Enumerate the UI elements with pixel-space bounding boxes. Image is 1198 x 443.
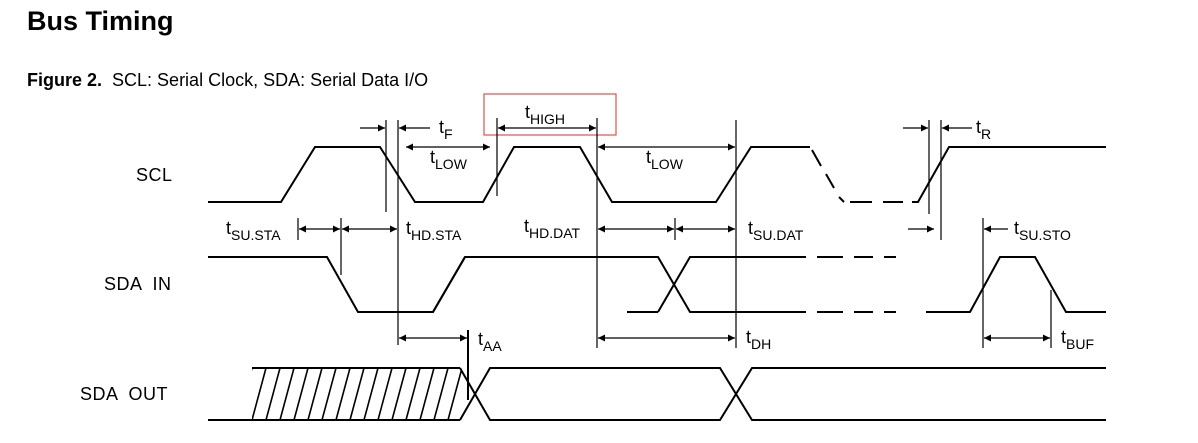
label-t-hd-sta: tHD.STA [406, 218, 462, 243]
label-t-r: tR [976, 117, 991, 142]
signal-label-sda-out: SDA OUT [80, 384, 168, 404]
figure-label: Figure 2. [27, 70, 103, 90]
label-t-su-sto: tSU.STO [1014, 218, 1071, 243]
signal-label-sda-in: SDA IN [104, 274, 172, 294]
dimension-arrows [299, 124, 1050, 342]
label-t-su-sta: tSU.STA [226, 218, 281, 243]
label-t-aa: tAA [478, 329, 502, 354]
label-t-low-2: tLOW [646, 147, 684, 172]
figure-caption: Figure 2. SCL: Serial Clock, SDA: Serial… [27, 70, 428, 91]
page-title: Bus Timing [27, 6, 174, 36]
label-t-f: tF [439, 117, 453, 142]
sda-out-waveform [208, 367, 1106, 421]
signal-label-scl: SCL [136, 165, 173, 185]
label-t-dh: tDH [746, 327, 771, 352]
label-t-su-dat: tSU.DAT [748, 218, 804, 243]
reference-lines [297, 118, 1052, 400]
scl-waveform [208, 146, 1106, 203]
highlight-box [483, 93, 617, 136]
label-t-high: tHIGH [525, 102, 565, 127]
sda-in-waveform [208, 256, 1106, 313]
label-t-buf: tBUF [1061, 327, 1094, 352]
label-t-low-1: tLOW [430, 147, 468, 172]
figure-caption-text: SCL: Serial Clock, SDA: Serial Data I/O [112, 70, 429, 90]
label-t-hd-dat: tHD.DAT [524, 216, 581, 241]
